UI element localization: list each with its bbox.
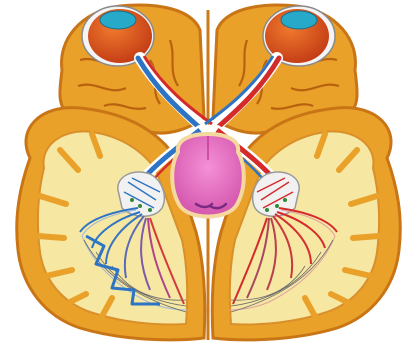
midbrain [172, 134, 244, 217]
